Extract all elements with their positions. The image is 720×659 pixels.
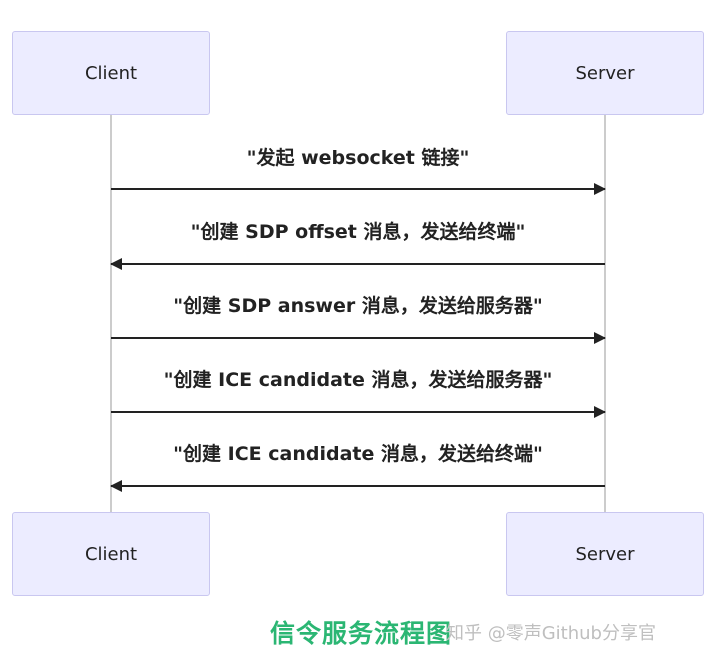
- message-label-4: "创建 ICE candidate 消息，发送给服务器": [163, 369, 553, 391]
- watermark: 知乎 @零声Github分享官: [446, 623, 656, 644]
- actor-server-top-label: Server: [575, 62, 635, 84]
- diagram-caption: 信令服务流程图: [270, 619, 453, 648]
- actor-server-bottom-label: Server: [575, 543, 635, 565]
- message-label-5: "创建 ICE candidate 消息，发送给终端": [173, 443, 543, 465]
- actor-client-top-label: Client: [84, 62, 138, 84]
- message-label-3: "创建 SDP answer 消息，发送给服务器": [173, 295, 543, 317]
- actor-server-bottom: Server: [506, 512, 704, 596]
- actor-server-top: Server: [506, 31, 704, 115]
- actor-client-bottom-label: Client: [84, 543, 138, 565]
- actor-client-top: Client: [12, 31, 210, 115]
- message-label-2: "创建 SDP offset 消息，发送给终端": [190, 221, 526, 243]
- actor-client-bottom: Client: [12, 512, 210, 596]
- message-label-1: "发起 websocket 链接": [246, 147, 470, 169]
